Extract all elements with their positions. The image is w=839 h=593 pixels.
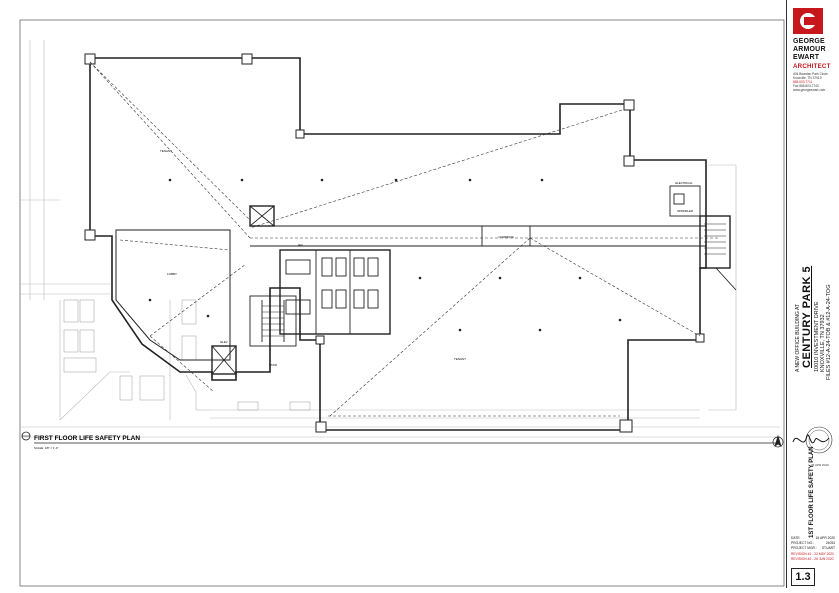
stair-elevator-core <box>211 205 297 375</box>
main-corridor <box>250 225 706 247</box>
project-files: FILES #12-A-24-TOB & #12-A-24-TOG <box>826 284 832 380</box>
project-mgr-row: PROJECT MGR.: STUART <box>791 546 837 550</box>
lobby-walls <box>115 229 231 361</box>
east-stair <box>669 185 737 291</box>
sprinkler-label: SPRINKLER <box>677 209 693 213</box>
firm-name-line1: GEORGE <box>793 38 825 45</box>
firm-fax: Fax 865.603.7743 <box>793 84 819 88</box>
firm-name-line4: ARCHITECT <box>793 63 831 70</box>
parking-islands <box>63 299 311 411</box>
restroom-core <box>279 249 391 335</box>
title-block: GEORGE ARMOUR EWART ARCHITECT 404 Bearde… <box>786 0 839 588</box>
project-mgr-value: STUART <box>821 546 835 550</box>
firm-phone: 865.603.7711 <box>793 80 813 84</box>
plan-title: FIRST FLOOR LIFE SAFETY PLAN <box>34 435 140 442</box>
structural-columns <box>84 53 705 433</box>
revision-1: REVISION #1 - 22 MAY 2020 <box>791 552 834 556</box>
plan-scale: SCALE: 1/8" = 1'-0" <box>34 446 58 450</box>
firm-address2: Knoxville, TN 37919 <box>793 76 822 80</box>
floor-plan-drawing: TENANT TENANT LOBBY STAIR ELEV ELECTRICA… <box>19 19 785 587</box>
sheet-title: 1ST FLOOR LIFE SAFETY PLAN <box>809 446 815 538</box>
sheet-number: 1.3 <box>791 568 815 586</box>
fire-extinguisher-marks <box>148 178 622 332</box>
project-no-value: 24053 <box>825 541 835 545</box>
project-mgr-label: PROJECT MGR.: <box>791 546 817 550</box>
firm-name-line2: ARMOUR <box>793 46 826 53</box>
date-row: DATE: 16 APR 2020 <box>791 536 837 540</box>
lobby-label: LOBBY <box>167 272 177 276</box>
firm-logo <box>793 8 823 34</box>
tenant-label-south: TENANT <box>454 357 466 361</box>
project-no-label: PROJECT NO.: <box>791 541 815 545</box>
project-name: CENTURY PARK 5 <box>801 265 813 368</box>
architect-seal <box>792 426 833 454</box>
elevator-label: ELEV <box>220 340 227 344</box>
seal-date: 06 APR 2020 <box>811 463 829 467</box>
tenant-label-north: TENANT <box>160 149 172 153</box>
site-context <box>20 40 780 438</box>
stair-label: STAIR <box>269 363 277 367</box>
date-label: DATE: <box>791 536 801 540</box>
firm-name-line3: EWART <box>793 54 820 61</box>
date-value: 16 APR 2020 <box>815 536 835 540</box>
firm-address1: 404 Bearden Park Circle <box>793 72 828 76</box>
building-outline <box>89 57 707 431</box>
corridor-label: CORRIDOR <box>498 235 513 239</box>
egress-paths <box>89 61 720 417</box>
electrical-label: ELECTRICAL <box>675 181 693 185</box>
plan-title-block: FIRST FLOOR LIFE SAFETY PLAN SCALE: 1/8"… <box>21 431 780 450</box>
north-arrow <box>772 434 784 448</box>
revision-2: REVISION #2 - 26 JUN 2020 <box>791 557 834 561</box>
janitor-label: JAN <box>297 243 302 247</box>
sheet-border <box>19 19 785 587</box>
project-no-row: PROJECT NO.: 24053 <box>791 541 837 545</box>
firm-web: www.georgeewart.com <box>793 88 826 92</box>
